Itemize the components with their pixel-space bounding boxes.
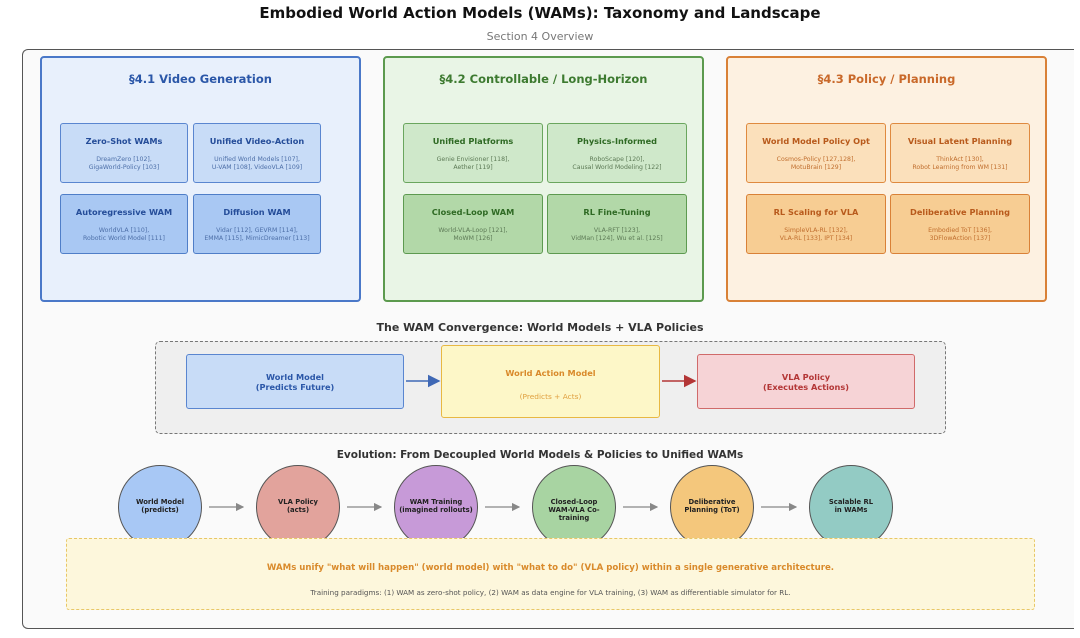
vla-policy-desc: (Executes Actions): [762, 382, 850, 392]
card-title: Closed-Loop WAM: [431, 207, 515, 217]
world-action-model-desc: (Predicts + Acts): [519, 392, 582, 401]
card-refs: Embodied ToT [136],3DFlowAction [137]: [928, 227, 992, 242]
card-refs: VLA-RFT [123],VidMan [124], Wu et al. [1…: [571, 227, 663, 242]
card-title: Deliberative Planning: [910, 207, 1010, 217]
card-refs: DreamZero [102],GigaWorld-Policy [103]: [88, 156, 160, 171]
card-rl-fine-tuning: RL Fine-Tuning VLA-RFT [123],VidMan [124…: [547, 194, 687, 254]
card-refs: WorldVLA [110],Robotic World Model [111]: [83, 227, 165, 242]
card-refs: RoboScape [120],Causal World Modeling [1…: [572, 156, 662, 171]
evolution-title: Evolution: From Decoupled World Models &…: [336, 449, 744, 461]
card-title: RL Scaling for VLA: [773, 207, 859, 217]
world-action-model-box: World Action Model (Predicts + Acts): [441, 345, 660, 418]
card-title: Unified Platforms: [432, 136, 514, 146]
card-autoregressive-wam: Autoregressive WAM WorldVLA [110],Roboti…: [60, 194, 188, 254]
section-title: §4.2 Controllable / Long-Horizon: [439, 72, 648, 86]
page-title: Embodied World Action Models (WAMs): Tax…: [259, 4, 821, 22]
card-diffusion-wam: Diffusion WAM Vidar [112], GEVRM [114],E…: [193, 194, 321, 254]
card-visual-latent-planning: Visual Latent Planning ThinkAct [130],Ro…: [890, 123, 1030, 183]
world-model-label: World Model: [266, 372, 324, 382]
card-refs: Unified World Models [107],U-VAM [108], …: [211, 156, 303, 171]
evolution-step-wam-training: WAM Training(imagined rollouts): [394, 465, 478, 549]
world-action-model-label: World Action Model: [505, 368, 596, 378]
card-refs: Cosmos-Policy [127,128],MotuBrain [129]: [776, 156, 856, 171]
page-subtitle: Section 4 Overview: [486, 30, 594, 43]
card-physics-informed: Physics-Informed RoboScape [120],Causal …: [547, 123, 687, 183]
card-world-model-policy-opt: World Model Policy Opt Cosmos-Policy [12…: [746, 123, 886, 183]
card-refs: Vidar [112], GEVRM [114],EMMA [115], Mim…: [204, 227, 310, 242]
card-title: World Model Policy Opt: [762, 136, 870, 146]
card-title: Unified Video-Action: [209, 136, 305, 146]
card-title: Physics-Informed: [576, 136, 658, 146]
card-refs: SimpleVLA-RL [132],VLA-RL [133], IPT [13…: [779, 227, 853, 242]
card-title: RL Fine-Tuning: [583, 207, 651, 217]
card-refs: World-VLA-Loop [121],MoWM [126]: [438, 227, 508, 242]
card-title: Visual Latent Planning: [907, 136, 1013, 146]
summary-box: WAMs unify "what will happen" (world mod…: [66, 538, 1035, 610]
card-title: Autoregressive WAM: [75, 207, 173, 217]
world-model-box: World Model(Predicts Future): [186, 354, 404, 409]
summary-sub-text: Training paradigms: (1) WAM as zero-shot…: [310, 588, 791, 597]
convergence-title: The WAM Convergence: World Models + VLA …: [376, 321, 704, 334]
section-title: §4.3 Policy / Planning: [817, 72, 956, 86]
section-video-generation: §4.1 Video Generation Zero-Shot WAMs Dre…: [40, 56, 361, 302]
card-closed-loop-wam: Closed-Loop WAM World-VLA-Loop [121],MoW…: [403, 194, 543, 254]
evolution-step-world-model: World Model(predicts): [118, 465, 202, 549]
section-title: §4.1 Video Generation: [129, 72, 272, 86]
card-title: Diffusion WAM: [223, 207, 291, 217]
card-deliberative-planning: Deliberative Planning Embodied ToT [136]…: [890, 194, 1030, 254]
card-unified-video-action: Unified Video-Action Unified World Model…: [193, 123, 321, 183]
summary-main-text: WAMs unify "what will happen" (world mod…: [266, 563, 835, 573]
evolution-step-vla-policy: VLA Policy(acts): [256, 465, 340, 549]
card-refs: ThinkAct [130],Robot Learning from WM [1…: [912, 156, 1008, 171]
section-controllable-long-horizon: §4.2 Controllable / Long-Horizon Unified…: [383, 56, 704, 302]
vla-policy-label: VLA Policy: [781, 372, 831, 382]
card-rl-scaling-for-vla: RL Scaling for VLA SimpleVLA-RL [132],VL…: [746, 194, 886, 254]
card-unified-platforms: Unified Platforms Genie Envisioner [118]…: [403, 123, 543, 183]
card-title: Zero-Shot WAMs: [85, 136, 163, 146]
section-policy-planning: §4.3 Policy / Planning World Model Polic…: [726, 56, 1047, 302]
card-refs: Genie Envisioner [118],Aether [119]: [436, 156, 510, 171]
vla-policy-box: VLA Policy(Executes Actions): [697, 354, 915, 409]
world-model-desc: (Predicts Future): [255, 382, 335, 392]
card-zero-shot-wams: Zero-Shot WAMs DreamZero [102],GigaWorld…: [60, 123, 188, 183]
